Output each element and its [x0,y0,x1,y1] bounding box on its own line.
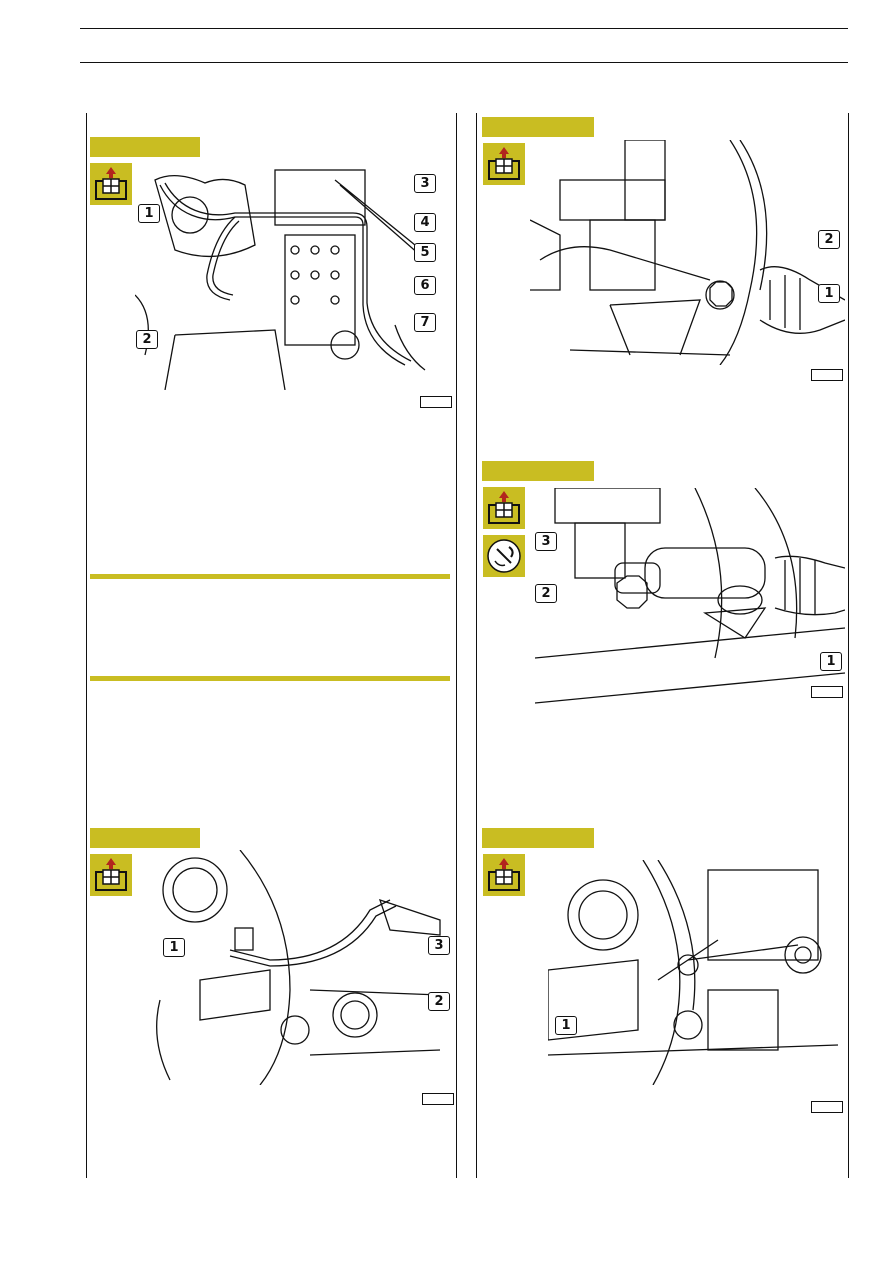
figure-tab [90,828,200,848]
puller-tool-illustration [535,488,845,704]
figure-tab [482,461,594,481]
remove-component-icon [483,487,525,529]
torque-wrench-icon [483,535,525,577]
figure-tab [90,137,200,157]
callout-label: 2 [535,584,557,603]
pump-shaft-nut-illustration [530,140,845,365]
figure-number-box [811,1101,843,1113]
right-column-border [848,113,849,1178]
left-column-border [86,113,87,1178]
callout-label: 1 [555,1016,577,1035]
callout-label: 2 [136,330,158,349]
callout-label: 3 [414,174,436,193]
remove-component-icon [90,854,132,896]
figure-number-box [811,369,843,381]
callout-label: 2 [428,992,450,1011]
figure-number-box [420,396,452,408]
callout-label: 7 [414,313,436,332]
figure-tab [482,828,594,848]
section-divider [90,676,450,681]
callout-label: 1 [163,938,185,957]
callout-label: 4 [414,213,436,232]
remove-component-icon [483,143,525,185]
callout-label: 3 [428,936,450,955]
figure-number-box [422,1093,454,1105]
callout-label: 1 [818,284,840,303]
center-column-divider-left [456,113,457,1178]
turbo-bracket-illustration [548,860,838,1085]
callout-label: 6 [414,276,436,295]
center-column-divider-right [476,113,477,1178]
section-divider [90,574,450,579]
callout-label: 1 [138,204,160,223]
header-rule-top [80,28,848,29]
remove-component-icon [483,854,525,896]
callout-label: 1 [820,652,842,671]
header-rule-bottom [80,62,848,63]
figure-number-box [811,686,843,698]
callout-label: 3 [535,532,557,551]
callout-label: 2 [818,230,840,249]
remove-component-icon [90,163,132,205]
oil-pipe-illustration [156,850,441,1085]
fuel-pipe-illustration [135,169,426,390]
callout-label: 5 [414,243,436,262]
figure-tab [482,117,594,137]
